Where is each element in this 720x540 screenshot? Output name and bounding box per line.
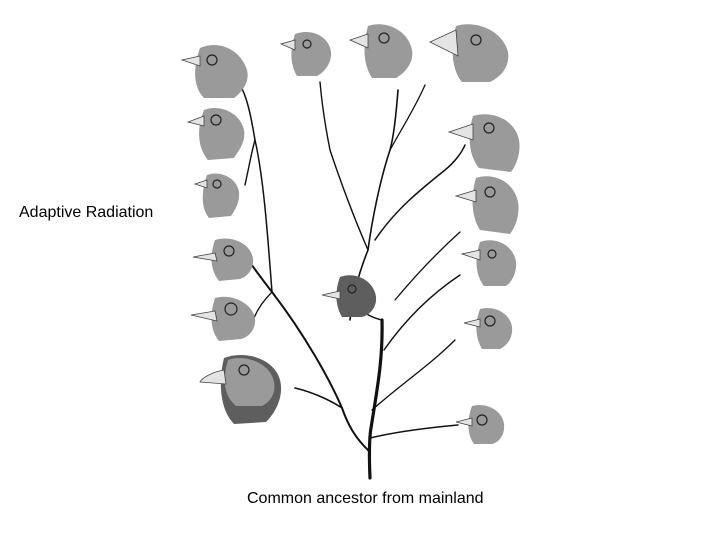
trunk bbox=[369, 320, 382, 478]
branch-right-bottom bbox=[370, 425, 458, 438]
branch-right-mid bbox=[384, 275, 460, 350]
finch-head-warbler-olive bbox=[464, 308, 512, 349]
finch-head-large-ground bbox=[430, 24, 508, 82]
finch-head-vegetarian bbox=[200, 355, 281, 424]
finch-radiation-diagram: . . . . . . . bbox=[160, 10, 530, 485]
branch-left-mid bbox=[245, 140, 255, 185]
finch-head-small-tree bbox=[195, 174, 239, 218]
branch-left-lower bbox=[254, 292, 272, 318]
finch-head-large-tree: . . . . . . . bbox=[182, 45, 248, 103]
branch-right-cactus bbox=[395, 232, 460, 300]
branch-right-upper bbox=[375, 145, 465, 240]
finch-head-warbler-grey bbox=[456, 405, 504, 444]
adaptive-radiation-label: Adaptive Radiation bbox=[19, 204, 153, 222]
finch-head-small-ground bbox=[281, 32, 331, 76]
finch-head-mangrove bbox=[193, 239, 253, 281]
branch-center-left bbox=[320, 82, 368, 250]
common-ancestor-label: Common ancestor from mainland bbox=[247, 490, 484, 508]
finch-head-large-cactus bbox=[449, 114, 520, 172]
finch-head-cactus bbox=[456, 176, 519, 234]
finch-head-medium-tree bbox=[188, 108, 244, 160]
finch-head-warbler-center bbox=[322, 275, 376, 317]
finch-head-woodpecker bbox=[191, 297, 255, 341]
svg-text:. . . . . . .: . . . . . . . bbox=[210, 99, 223, 103]
finch-head-medium-ground bbox=[350, 24, 412, 78]
finch-head-sharp-beaked-ground bbox=[462, 240, 516, 286]
